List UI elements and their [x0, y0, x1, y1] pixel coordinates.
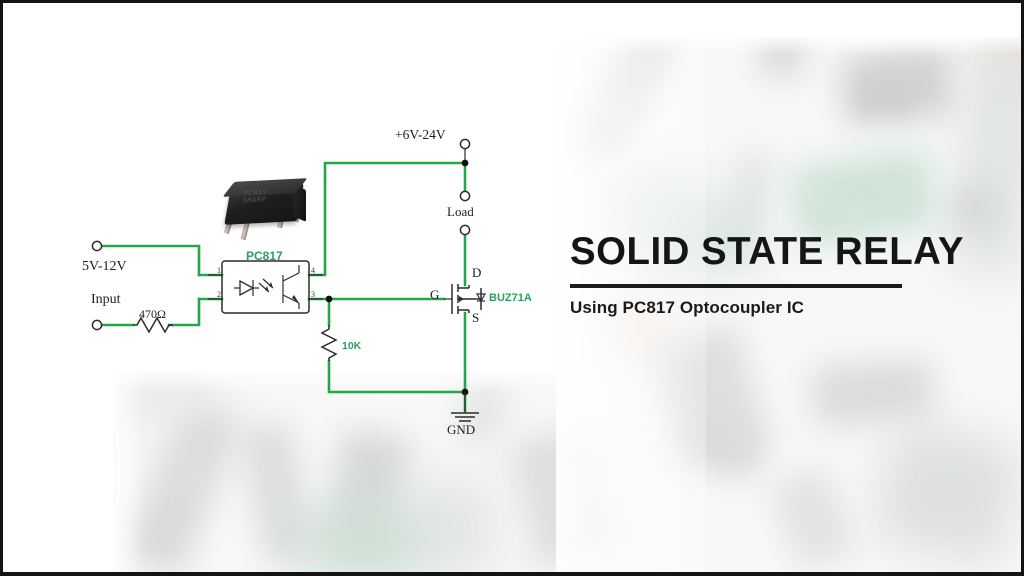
ic-printed-text: PC817 SHARP [241, 188, 269, 205]
left-white-band [3, 3, 113, 572]
page-title: SOLID STATE RELAY [570, 230, 964, 273]
top-white-band [3, 3, 1021, 37]
junction-gate [325, 295, 333, 303]
top-white-band-fade [3, 33, 1021, 55]
junction-supply [461, 159, 469, 167]
left-white-band-fade [103, 3, 143, 572]
terminal-supply-output [459, 138, 471, 150]
title-divider [570, 284, 902, 288]
terminal-load-in [459, 190, 471, 202]
title-block: SOLID STATE RELAY Using PC817 Optocouple… [570, 231, 970, 318]
page-subtitle: Using PC817 Optocoupler IC [570, 298, 805, 317]
terminal-input [91, 319, 103, 331]
pc817-ic-photo: PC817 SHARP [217, 177, 313, 241]
terminal-supply-input [91, 240, 103, 252]
circuit-schematic: .w{stroke:#22a84a;stroke-width:2.6;fill:… [3, 3, 563, 463]
terminal-load-out [459, 224, 471, 236]
